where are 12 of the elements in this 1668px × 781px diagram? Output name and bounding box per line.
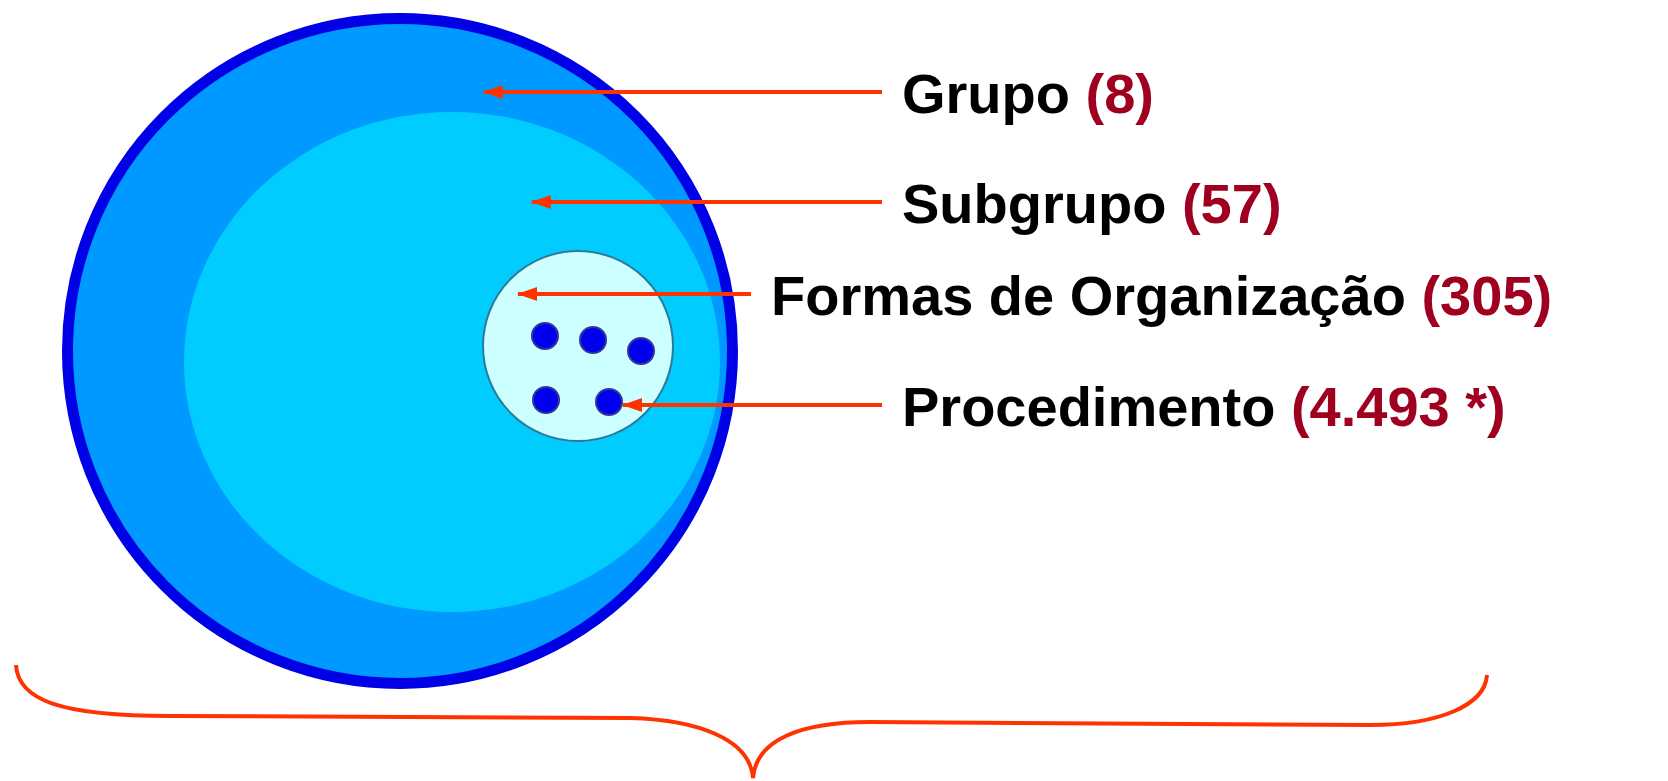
callout-label: Procedimento (4.493 *) (902, 375, 1506, 439)
leader-arrow (622, 398, 882, 412)
dot (627, 337, 655, 365)
dot (531, 322, 559, 350)
callout-label: Formas de Organização (305) (771, 264, 1553, 328)
dot (579, 326, 607, 354)
callout-label: Subgrupo (57) (902, 172, 1282, 236)
leader-arrow (530, 195, 882, 209)
dot (532, 386, 560, 414)
callout-label: Grupo (8) (902, 62, 1154, 126)
leader-arrow (482, 85, 882, 99)
dot (595, 388, 623, 416)
